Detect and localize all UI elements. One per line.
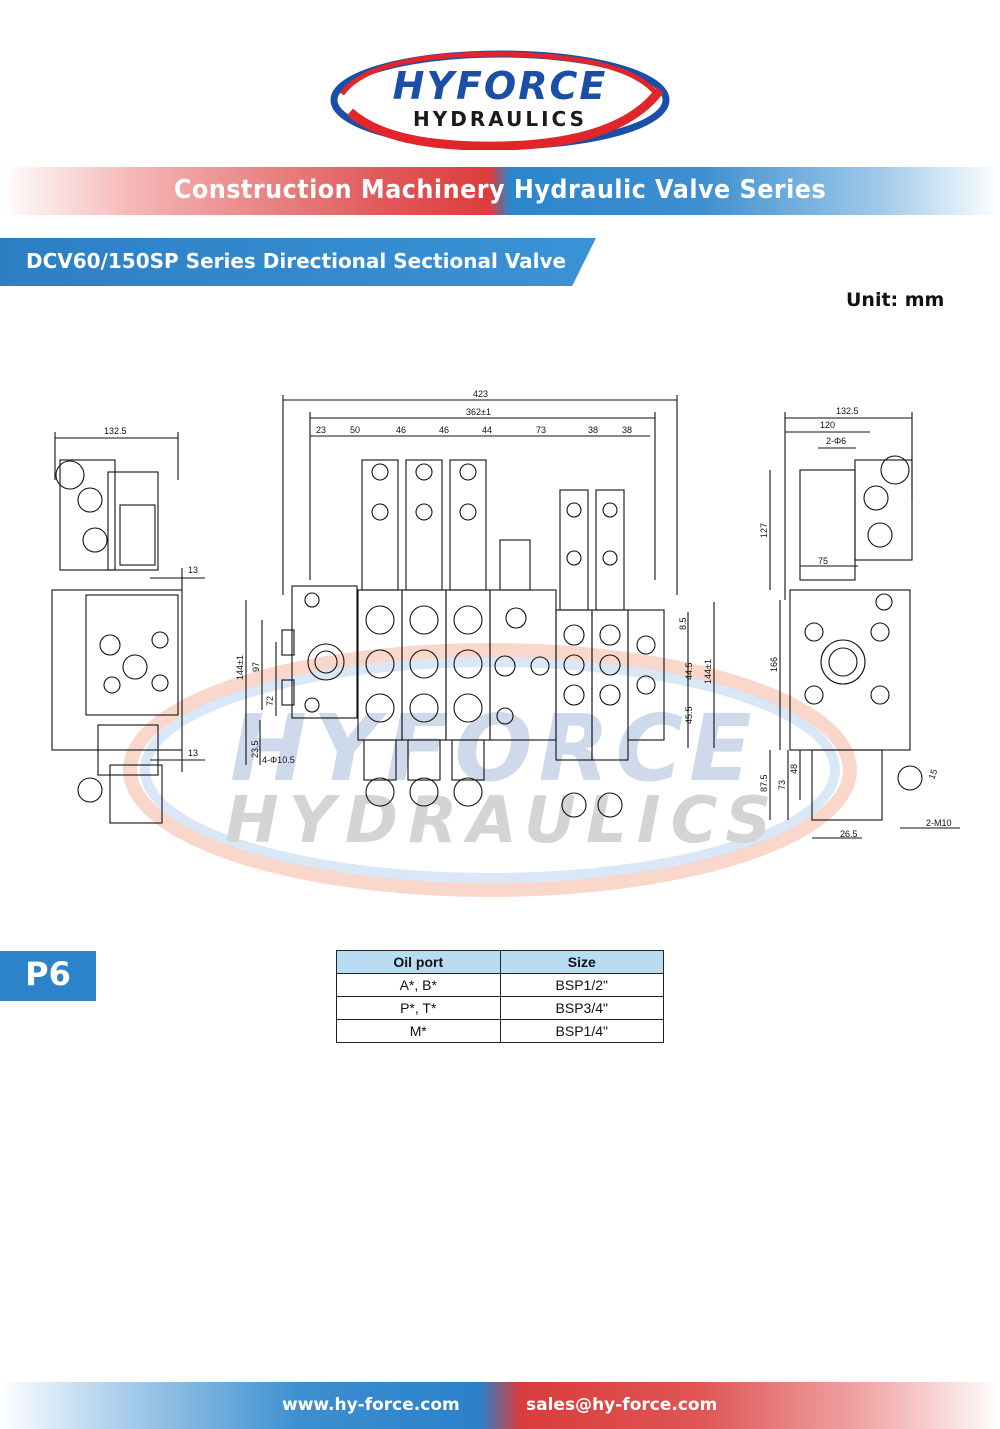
unit-label: Unit: mm <box>846 289 945 311</box>
technical-drawing: HYFORCE HYDRAULICS <box>0 380 1000 900</box>
dim-front-44-5: 44.5 <box>684 662 694 680</box>
dim-left-width: 132.5 <box>104 426 127 436</box>
dim-right-48: 48 <box>789 764 799 774</box>
product-title-bar <box>0 238 596 286</box>
page-tag-bar <box>0 951 96 1001</box>
table-row: A*, B* BSP1/2" <box>336 973 664 997</box>
dim-right-166: 166 <box>769 657 779 672</box>
logo-subtitle: HYDRAULICS <box>413 107 587 131</box>
cell-size: BSP1/2" <box>499 973 664 997</box>
table-row: P*, T* BSP3/4" <box>336 996 664 1020</box>
dim-space-2: 50 <box>350 425 360 435</box>
footer-bar <box>0 1382 1000 1429</box>
dim-space-7: 38 <box>588 425 598 435</box>
dim-right-15: 15 <box>926 768 939 781</box>
cell-port: A*, B* <box>336 973 501 997</box>
side-view-left <box>51 432 205 824</box>
dim-right-127: 127 <box>759 523 769 538</box>
dim-right-75: 75 <box>818 556 828 566</box>
series-banner <box>0 167 1000 215</box>
dim-space-3: 46 <box>396 425 406 435</box>
front-view <box>245 395 715 818</box>
dim-front-height-right: 144±1 <box>703 659 713 684</box>
product-title: DCV60/150SP Series Directional Sectional… <box>26 249 567 273</box>
cell-size: BSP3/4" <box>499 996 664 1020</box>
oil-port-table: Oil port Size A*, B* BSP1/2" P*, T* BSP3… <box>336 950 664 1043</box>
dim-right-87-5: 87.5 <box>759 774 769 792</box>
valve-drawing: HYFORCE HYDRAULICS <box>51 389 960 897</box>
footer-email-link[interactable]: sales@hy-force.com <box>526 1395 718 1415</box>
footer-website-link[interactable]: www.hy-force.com <box>282 1395 460 1415</box>
side-view-right <box>769 412 960 839</box>
dim-right-width: 132.5 <box>836 406 859 416</box>
dim-left-bottom-offset: 13 <box>188 748 198 758</box>
dim-front-8-5: 8.5 <box>678 617 688 630</box>
dim-right-holes: 2-Φ6 <box>826 436 846 446</box>
page-tag: P6 <box>25 955 71 993</box>
table-row: M* BSP1/4" <box>336 1019 664 1043</box>
table-header-row: Oil port Size <box>336 950 664 974</box>
dim-right-thread: 2-M10 <box>926 818 952 828</box>
watermark-wordmark: HYFORCE <box>230 695 758 802</box>
dim-space-6: 73 <box>536 425 546 435</box>
column-header-size: Size <box>499 950 664 974</box>
cell-size: BSP1/4" <box>499 1019 664 1043</box>
dim-right-73: 73 <box>777 780 787 790</box>
dim-front-97: 97 <box>251 662 261 672</box>
dim-mounting-length: 362±1 <box>466 407 491 417</box>
dim-overall-length: 423 <box>473 389 488 399</box>
cell-port: P*, T* <box>336 996 501 1020</box>
dim-mount-holes: 4-Φ10.5 <box>262 755 295 765</box>
dim-right-26-5: 26.5 <box>840 829 858 839</box>
logo-emblem <box>330 50 670 151</box>
dim-front-72: 72 <box>265 696 275 706</box>
cell-port: M* <box>336 1019 501 1043</box>
brand-logo: HYFORCE HYDRAULICS <box>330 50 670 151</box>
dim-front-23-5: 23.5 <box>250 740 260 758</box>
dim-front-45-5: 45.5 <box>684 706 694 724</box>
dim-space-5: 44 <box>482 425 492 435</box>
dim-space-8: 38 <box>622 425 632 435</box>
column-header-oil-port: Oil port <box>336 950 501 974</box>
series-title: Construction Machinery Hydraulic Valve S… <box>173 175 827 205</box>
dim-right-120: 120 <box>820 420 835 430</box>
dim-front-height-left: 144±1 <box>235 655 245 680</box>
watermark-subtitle: HYDRAULICS <box>225 784 781 858</box>
dim-left-top-offset: 13 <box>188 565 198 575</box>
dim-space-1: 23 <box>316 425 326 435</box>
logo-wordmark: HYFORCE <box>392 64 608 108</box>
dim-space-4: 46 <box>439 425 449 435</box>
